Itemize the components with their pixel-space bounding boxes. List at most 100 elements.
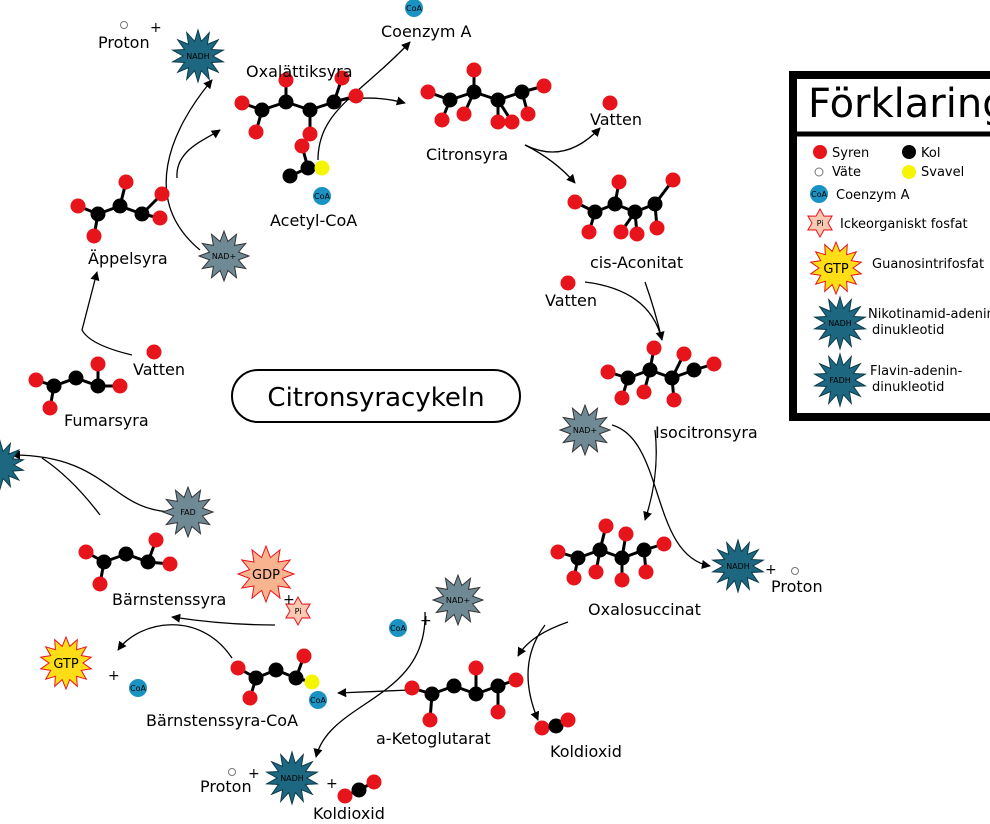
carbon-atom <box>446 678 462 694</box>
oxygen-atom <box>676 346 692 362</box>
nadh-icon: NADH <box>710 538 766 594</box>
legend-gtp: Guanosintrifosfat <box>872 257 984 272</box>
label-a-ketoglutarat: a-Ketoglutarat <box>376 729 491 748</box>
oxygen-atom <box>456 106 472 122</box>
carbon-atom <box>96 554 112 570</box>
oxygen-atom <box>666 392 682 408</box>
carbon-atom <box>300 160 316 176</box>
oxygen-atom <box>278 72 294 88</box>
nad-plus-badge-label: NAD+ <box>573 426 597 435</box>
oxygen-atom <box>656 536 672 552</box>
coa-icon: CoA <box>313 187 331 205</box>
molecules <box>28 62 722 804</box>
oxygen-atom <box>466 62 482 78</box>
pi-badge-label: Pi <box>817 219 824 228</box>
carbon-atom <box>68 370 84 386</box>
oxygen-atom <box>112 378 128 394</box>
molecule-appelsyra <box>70 174 170 244</box>
molecule-citronsyra <box>420 62 552 130</box>
label-proton: Proton <box>98 33 150 52</box>
carbon-atom <box>134 206 150 222</box>
label-koldioxid: Koldioxid <box>313 804 385 823</box>
oxygen-atom <box>536 78 552 94</box>
label-vatten: Vatten <box>133 360 185 379</box>
molecule-koldioxid-1 <box>534 712 576 736</box>
carbon-atom <box>278 94 294 110</box>
carbon-atom <box>490 92 506 108</box>
label-cis-aconitat: cis-Aconitat <box>590 253 683 272</box>
proton-icon <box>120 21 128 29</box>
gtp-badge-label: GTP <box>823 262 849 277</box>
carbon-atom <box>248 670 264 686</box>
molecule-a-ketoglutarat <box>404 660 524 728</box>
arrow-citronsyra-to-cis-aconitat <box>524 144 576 184</box>
oxygen-atom <box>468 660 484 676</box>
gtp-icon: GTP <box>809 240 863 296</box>
legend-syren: Syren <box>832 146 869 161</box>
molecule-cis-aconitat <box>567 172 681 242</box>
oxygen-atom <box>230 660 246 676</box>
molecule-koldioxid-2 <box>337 774 382 804</box>
oxygen-atom <box>566 570 582 586</box>
oxygen-atom <box>611 174 627 190</box>
oxygen-atom <box>636 384 652 400</box>
oxygen-atom <box>504 114 520 130</box>
label-proton: Proton <box>200 777 252 796</box>
molecule-oxalattiksyra <box>234 70 364 142</box>
molecule-vatten-2 <box>560 275 576 291</box>
oxygen-atom <box>618 526 634 542</box>
oxygen-atom <box>118 174 134 190</box>
sulfur-swatch <box>902 165 916 179</box>
arrow-oxalosuccinat-to-koldioxid <box>527 624 546 721</box>
coa-icon: CoA <box>129 679 147 697</box>
label-acetyl-coa: Acetyl-CoA <box>270 211 357 230</box>
carbon-atom <box>627 204 643 220</box>
oxygen-atom <box>70 198 86 214</box>
molecule-isocitronsyra <box>600 340 722 408</box>
hydrogen-swatch <box>814 167 824 177</box>
coa-badge-label: CoA <box>406 4 422 13</box>
molecule-vatten-3 <box>146 344 162 360</box>
cycle-title-box: Citronsyracykeln <box>231 369 521 423</box>
nadh-badge-label: NADH <box>828 319 852 328</box>
label-citronsyra: Citronsyra <box>426 145 508 164</box>
coa-icon: CoA <box>389 619 407 637</box>
oxygen-atom <box>302 126 318 142</box>
fadh-icon <box>0 439 26 491</box>
oxygen-atom <box>420 84 436 100</box>
proton-icon <box>228 768 236 776</box>
plus-sign: + <box>326 776 338 792</box>
molecule-barnstenssyra <box>78 532 178 592</box>
plus-sign: + <box>150 20 162 36</box>
coa-circles: CoA CoA CoA CoA CoA <box>129 0 423 709</box>
label-vatten: Vatten <box>590 110 642 129</box>
legend-fadh-line1: Flavin-adenin- <box>870 364 963 379</box>
oxygen-atom <box>638 564 654 580</box>
oxygen-atom <box>28 372 44 388</box>
phosphate-icon: Pi <box>807 207 833 239</box>
carbon-atom <box>268 662 284 678</box>
arrow-oxalosuccinat-to-ketoglutarat <box>517 621 569 657</box>
label-oxalattiksyra: Oxalättiksyra <box>246 62 353 81</box>
label-koldioxid: Koldioxid <box>550 742 622 761</box>
coa-badge-label: CoA <box>390 624 406 633</box>
carbon-swatch <box>902 145 916 159</box>
plus-sign: + <box>420 613 432 629</box>
oxygen-atom <box>348 88 364 104</box>
carbon-atom <box>254 102 270 118</box>
carbon-atom <box>351 782 367 798</box>
carbon-atom <box>636 542 652 558</box>
oxygen-atom <box>248 124 264 140</box>
arrow-barnstenssyra-to-fumarsyra <box>41 457 101 516</box>
carbon-atom <box>570 550 586 566</box>
pi-badge-label: Pi <box>295 607 302 616</box>
phosphate-icon: Pi <box>285 595 311 627</box>
molecule-vatten-1 <box>602 95 618 111</box>
carbon-atom <box>424 686 440 702</box>
oxygen-atom <box>560 275 576 291</box>
arrow-vatten-to-isocitronsyra <box>584 281 665 341</box>
coa-icon: CoA <box>309 691 327 709</box>
cycle-title: Citronsyracykeln <box>267 383 484 413</box>
arrow-isocitronsyra-to-oxalosuccinat <box>643 429 657 521</box>
arrow-nad-to-nadh-1 <box>611 424 711 569</box>
